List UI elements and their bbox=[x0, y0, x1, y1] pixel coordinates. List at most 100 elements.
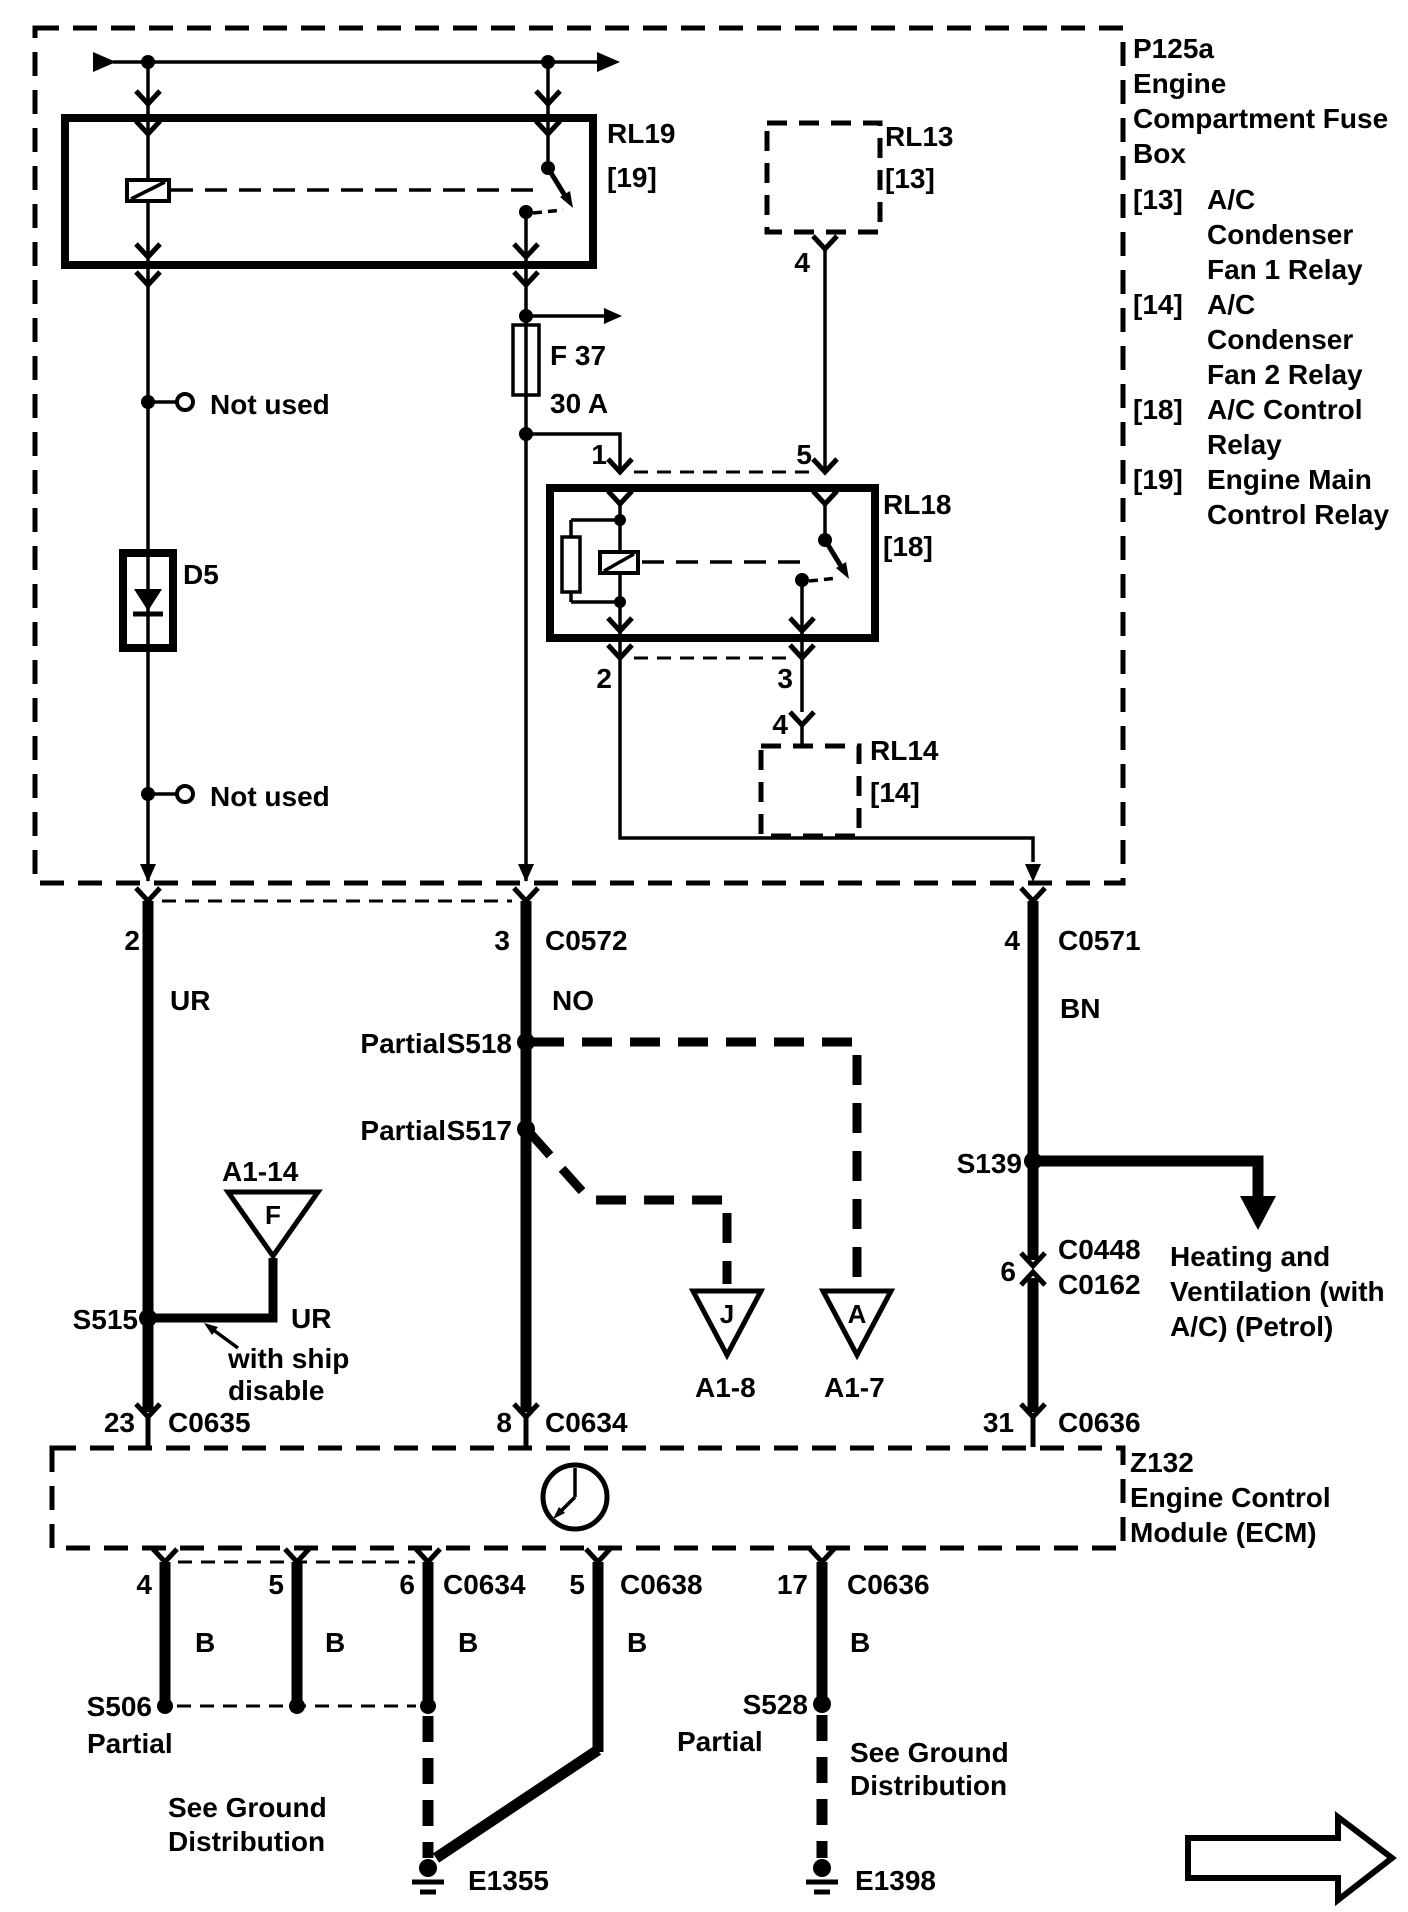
see-ground-right2: Distribution bbox=[850, 1770, 1007, 1801]
s517-label: S517 bbox=[447, 1115, 512, 1146]
triangle-f-ref: A1-14 bbox=[222, 1156, 299, 1187]
fusebox-name-line: Compartment Fuse bbox=[1133, 103, 1388, 134]
bus-arrow-right-icon bbox=[597, 52, 620, 72]
see-ground-left: See Ground bbox=[168, 1792, 327, 1823]
rl18-pin2-route bbox=[618, 658, 1041, 882]
legend-ref-13: [13] bbox=[1133, 184, 1183, 215]
c0636-bottom-label: C0636 bbox=[847, 1569, 930, 1600]
d5-label: D5 bbox=[183, 559, 219, 590]
triangle-j-icon bbox=[688, 1288, 766, 1361]
rl19-switch-blade bbox=[545, 166, 570, 201]
connector-c0572-label: C0572 bbox=[545, 925, 628, 956]
c0634-top-label: C0634 bbox=[545, 1407, 628, 1438]
fusebox-code: P125a bbox=[1133, 33, 1214, 64]
rl14-pin4-label: 4 bbox=[772, 709, 788, 740]
heating-text: A/C) (Petrol) bbox=[1170, 1311, 1333, 1342]
splice-s517: Partial S517 bbox=[360, 1115, 732, 1284]
fuse-box-p125a-border bbox=[32, 25, 1126, 886]
ground-branch-right: S528 Partial E1398 See Ground Distributi… bbox=[677, 1562, 1009, 1896]
fusebox-name-line: Box bbox=[1133, 138, 1186, 169]
f37-rating: 30 A bbox=[550, 388, 608, 419]
ecm-bottom-pins: 4 5 6 C0634 5 C0638 17 C0636 B B B B B bbox=[136, 1549, 930, 1658]
power-bus bbox=[93, 52, 620, 72]
fuse-box-legend: P125a Engine Compartment Fuse Box [13] A… bbox=[1133, 33, 1389, 530]
legend-text: Fan 1 Relay bbox=[1207, 254, 1363, 285]
rl14-ref: [14] bbox=[870, 777, 920, 808]
triangle-j-letter: J bbox=[720, 1299, 734, 1329]
ecm-pin8-label: 8 bbox=[496, 1407, 512, 1438]
inline-connector-c0448-c0162: 6 C0448 C0162 bbox=[1000, 1234, 1140, 1300]
wire-color-no: NO bbox=[552, 985, 594, 1016]
rl19-ref: [19] bbox=[607, 162, 657, 193]
ship-note-arrow-icon bbox=[204, 1323, 218, 1335]
s517-partial: Partial bbox=[360, 1115, 446, 1146]
relay-rl18: 1 5 RL18 [18] 2 3 bbox=[546, 439, 951, 694]
legend-text: Control Relay bbox=[1207, 499, 1389, 530]
legend-text: A/C bbox=[1207, 184, 1255, 215]
see-ground-right: See Ground bbox=[850, 1737, 1009, 1768]
fusebox-name-line: Engine bbox=[1133, 68, 1226, 99]
triangle-j-ref: A1-8 bbox=[695, 1372, 756, 1403]
diode-d5-box bbox=[119, 549, 177, 652]
fuse-f37: F 37 30 A bbox=[511, 265, 622, 882]
f37-label: F 37 bbox=[550, 340, 606, 371]
e1355-label: E1355 bbox=[468, 1865, 549, 1896]
ecm-top-pins: 23 C0635 8 C0634 31 C0636 bbox=[104, 1404, 1141, 1447]
inline-pin6-label: 6 bbox=[1000, 1256, 1016, 1287]
rl18-pin2-label: 2 bbox=[596, 663, 612, 694]
ground-e1355-icon bbox=[419, 1859, 437, 1877]
triangle-a-letter: A bbox=[848, 1299, 867, 1329]
legend-text: Engine Main bbox=[1207, 464, 1372, 495]
ship-note-line1: with ship bbox=[227, 1343, 349, 1374]
connector-c0571-label: C0571 bbox=[1058, 925, 1141, 956]
heating-text: Heating and bbox=[1170, 1241, 1330, 1272]
c0638-label: C0638 bbox=[620, 1569, 703, 1600]
wire-color-ur: UR bbox=[170, 985, 210, 1016]
rl13-pin4-label: 4 bbox=[794, 247, 810, 278]
wire-color-b: B bbox=[195, 1627, 215, 1658]
ecm-name-line: Module (ECM) bbox=[1130, 1517, 1317, 1548]
legend-text: A/C bbox=[1207, 289, 1255, 320]
splice-s515-branch: S515 UR F A1-14 with ship disable bbox=[73, 1156, 350, 1406]
ground-branch-left: S506 Partial E1355 See Ground Distributi… bbox=[87, 1562, 604, 1896]
branch-arrow-icon bbox=[604, 308, 622, 324]
wire-color-b: B bbox=[458, 1627, 478, 1658]
wire-color-bn: BN bbox=[1060, 993, 1100, 1024]
s528-partial: Partial bbox=[677, 1726, 763, 1757]
ecm-pin31-label: 31 bbox=[983, 1407, 1014, 1438]
triangle-a-ref: A1-7 bbox=[824, 1372, 885, 1403]
not-used-label: Not used bbox=[210, 389, 330, 420]
relay-rl19: RL19 [19] bbox=[61, 62, 675, 285]
splice-s518: Partial S518 bbox=[360, 1028, 862, 1284]
fuse-f37-symbol bbox=[511, 323, 541, 397]
rl14-label: RL14 bbox=[870, 735, 939, 766]
ecm-pin6-label: 6 bbox=[399, 1569, 415, 1600]
triangle-f-icon bbox=[223, 1189, 323, 1261]
not-used-terminal-icon bbox=[175, 784, 195, 804]
s506-partial: Partial bbox=[87, 1728, 173, 1759]
pin2-label: 2 bbox=[124, 925, 140, 956]
ship-note-line2: disable bbox=[228, 1375, 324, 1406]
legend-text: Fan 2 Relay bbox=[1207, 359, 1363, 390]
rl18-resistor bbox=[560, 535, 582, 594]
legend-text: Condenser bbox=[1207, 219, 1353, 250]
not-used-label: Not used bbox=[210, 781, 330, 812]
ecm-name-line: Engine Control bbox=[1130, 1482, 1331, 1513]
s528-label: S528 bbox=[743, 1689, 808, 1720]
legend-ref-14: [14] bbox=[1133, 289, 1183, 320]
rl19-label: RL19 bbox=[607, 118, 675, 149]
rl18-pin3-label: 3 bbox=[777, 663, 793, 694]
rl18-pin5-label: 5 bbox=[796, 439, 812, 470]
triangle-j: J A1-8 bbox=[688, 1288, 766, 1403]
rl18-pin1-label: 1 bbox=[591, 439, 607, 470]
c0635-label: C0635 bbox=[168, 1407, 251, 1438]
s518-label: S518 bbox=[447, 1028, 512, 1059]
heating-arrow-icon bbox=[1240, 1196, 1276, 1230]
rl18-label: RL18 bbox=[883, 489, 951, 520]
ecm-pin5b-label: 5 bbox=[569, 1569, 585, 1600]
legend-ref-18: [18] bbox=[1133, 394, 1183, 425]
ground-e1398-icon bbox=[813, 1859, 831, 1877]
c0448-label: C0448 bbox=[1058, 1234, 1141, 1265]
